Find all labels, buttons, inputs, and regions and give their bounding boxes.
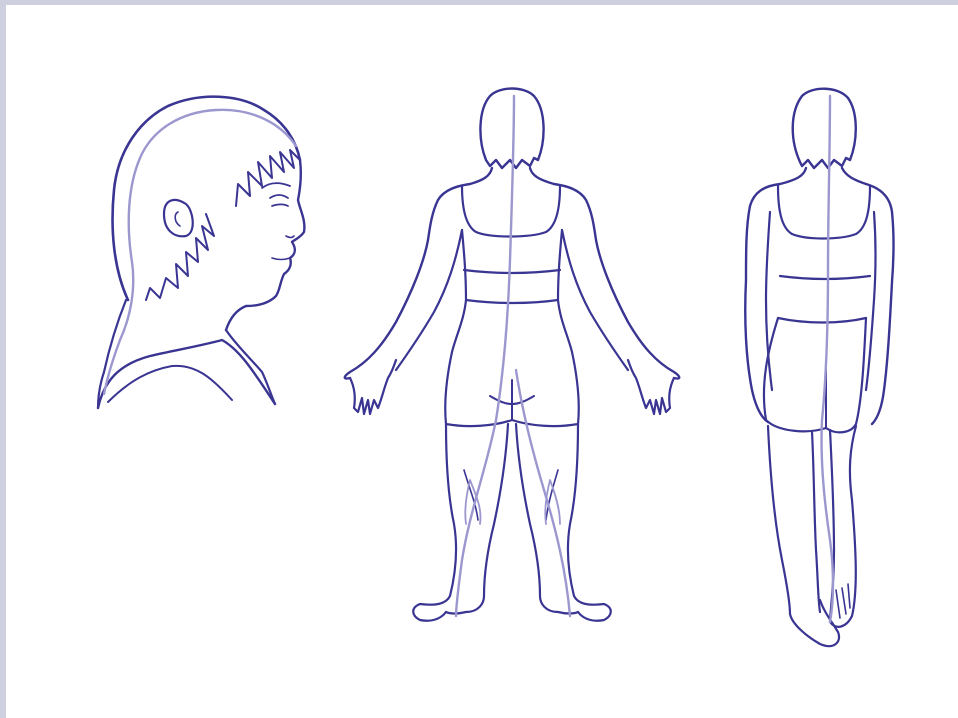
head-ear: [164, 200, 193, 236]
side-top-band: [778, 276, 870, 323]
head-hair-fringe: [236, 150, 300, 206]
side-left-leg-inner: [812, 432, 820, 612]
head-shoulders: [98, 340, 275, 408]
head-nostril: [286, 236, 294, 238]
back-meridian-spine: [456, 96, 514, 616]
head-eye: [270, 195, 288, 206]
side-head: [793, 89, 856, 168]
back-neck-shoulders-right: [530, 168, 679, 379]
side-shoulders: [745, 168, 806, 422]
head-brow: [262, 183, 290, 188]
head-sideburn: [146, 214, 214, 300]
back-top-band: [464, 270, 560, 303]
head-neckline: [108, 366, 232, 402]
back-left-leg: [413, 424, 456, 621]
body-three-quarter-back-view: [745, 89, 893, 646]
back-right-leg-inner: [516, 424, 578, 614]
side-top: [778, 186, 870, 239]
head-hair-outline: [113, 97, 300, 300]
head-meridian-line: [104, 110, 296, 394]
body-back-view: [345, 89, 680, 621]
back-left-leg-inner: [446, 424, 508, 614]
head-ear-inner: [175, 212, 180, 226]
back-neck-shoulders: [345, 168, 492, 379]
side-meridian-line: [821, 96, 833, 622]
head-mouth: [272, 258, 290, 260]
head-side-view: [98, 97, 304, 408]
back-right-leg: [568, 424, 611, 621]
side-shorts: [764, 318, 866, 432]
side-right-inner-arm: [866, 212, 876, 390]
side-foot-toes: [836, 584, 850, 618]
